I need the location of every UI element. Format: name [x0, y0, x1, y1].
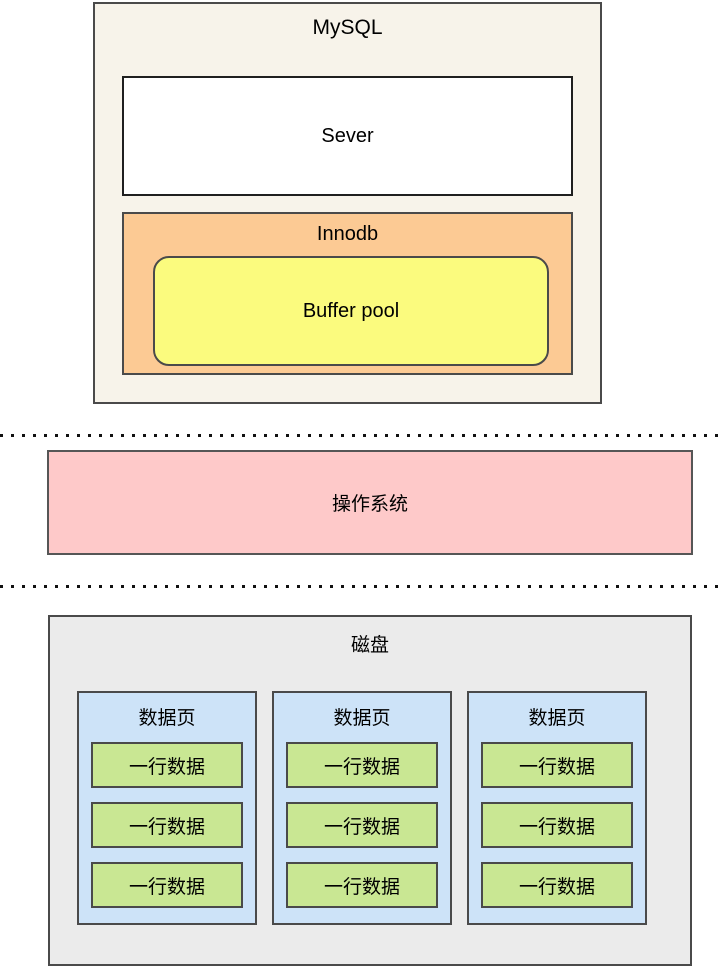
data-page-box: 数据页 一行数据 一行数据 一行数据 [272, 691, 452, 925]
operating-system-box: 操作系统 [47, 450, 693, 555]
data-row-box: 一行数据 [481, 742, 633, 788]
data-page-label: 数据页 [138, 708, 196, 729]
innodb-box: Innodb Buffer pool [122, 212, 573, 375]
data-page-label: 数据页 [333, 708, 391, 729]
dotted-separator-top [0, 434, 725, 437]
data-row-box: 一行数据 [91, 862, 243, 908]
innodb-label: Innodb [316, 223, 379, 245]
buffer-pool-label: Buffer pool [302, 299, 400, 322]
data-row-box: 一行数据 [91, 742, 243, 788]
disk-label: 磁盘 [350, 635, 389, 656]
buffer-pool-box: Buffer pool [153, 256, 549, 366]
data-row-box: 一行数据 [286, 802, 438, 848]
data-page-box: 数据页 一行数据 一行数据 一行数据 [77, 691, 257, 925]
data-row-box: 一行数据 [286, 862, 438, 908]
disk-container: 磁盘 数据页 一行数据 一行数据 一行数据 数据页 一行数据 一行数据 一行数据… [48, 615, 692, 966]
mysql-label: MySQL [312, 16, 383, 39]
dotted-separator-bottom [0, 585, 725, 588]
data-row-box: 一行数据 [91, 802, 243, 848]
data-row-box: 一行数据 [481, 862, 633, 908]
mysql-container: MySQL Sever Innodb Buffer pool [93, 2, 602, 404]
data-row-box: 一行数据 [286, 742, 438, 788]
operating-system-label: 操作系统 [331, 494, 408, 515]
data-page-box: 数据页 一行数据 一行数据 一行数据 [467, 691, 647, 925]
server-box: Sever [122, 76, 573, 196]
server-label: Sever [321, 124, 374, 147]
data-page-label: 数据页 [528, 708, 586, 729]
data-row-box: 一行数据 [481, 802, 633, 848]
